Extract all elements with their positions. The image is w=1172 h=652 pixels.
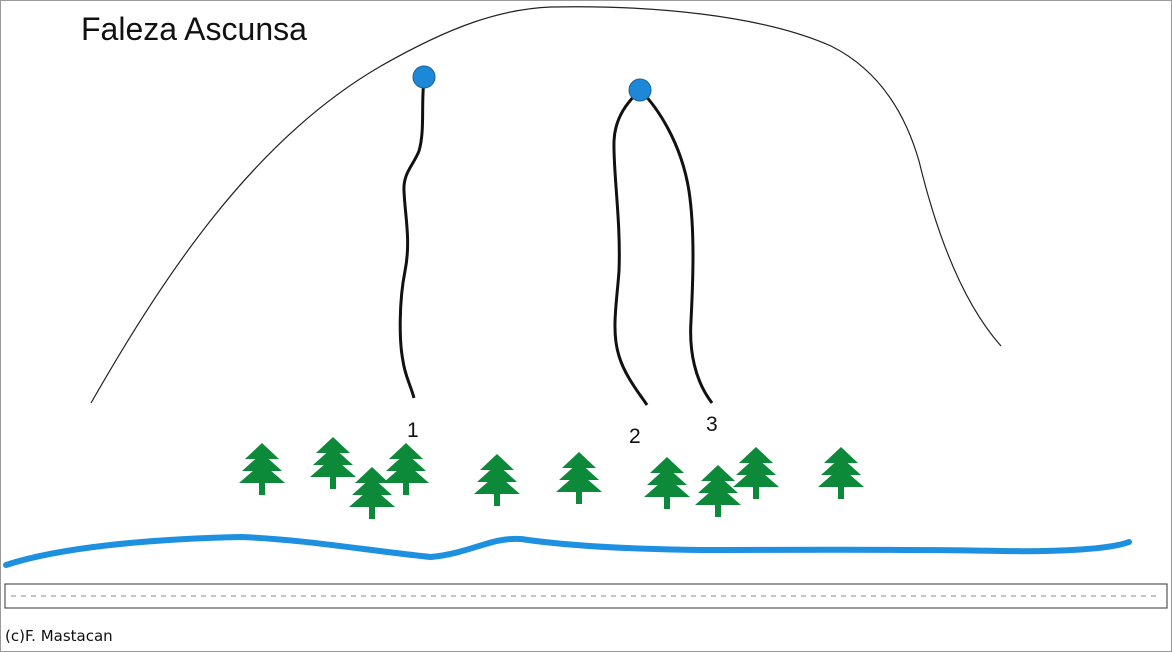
pine-tree-icon — [349, 467, 395, 519]
crag-title: Faleza Ascunsa — [81, 11, 307, 47]
route-number-label: 2 — [629, 425, 641, 448]
pine-tree-icon — [383, 443, 429, 495]
route-line-2 — [612, 89, 649, 406]
pine-tree-icon — [474, 454, 520, 506]
anchor-point-1 — [412, 65, 436, 89]
pine-tree-icon — [644, 457, 690, 509]
pine-tree-icon — [818, 447, 864, 499]
pine-tree-icon — [556, 452, 602, 504]
anchor-point-2 — [628, 78, 652, 102]
river — [3, 533, 1132, 568]
route-number-label: 1 — [407, 419, 419, 442]
pine-tree-icon — [733, 447, 779, 499]
pine-tree-icon — [695, 465, 741, 517]
route-line-1 — [398, 80, 426, 399]
road — [4, 583, 1168, 609]
pine-tree-icon — [239, 443, 285, 495]
pine-tree-icon — [310, 437, 356, 489]
cliff-outline — [90, 6, 1002, 404]
copyright-notice: (c)F. Mastacan — [5, 627, 113, 645]
route-number-label: 3 — [706, 413, 718, 436]
route-line-3 — [639, 89, 714, 404]
tree-line — [239, 437, 864, 519]
